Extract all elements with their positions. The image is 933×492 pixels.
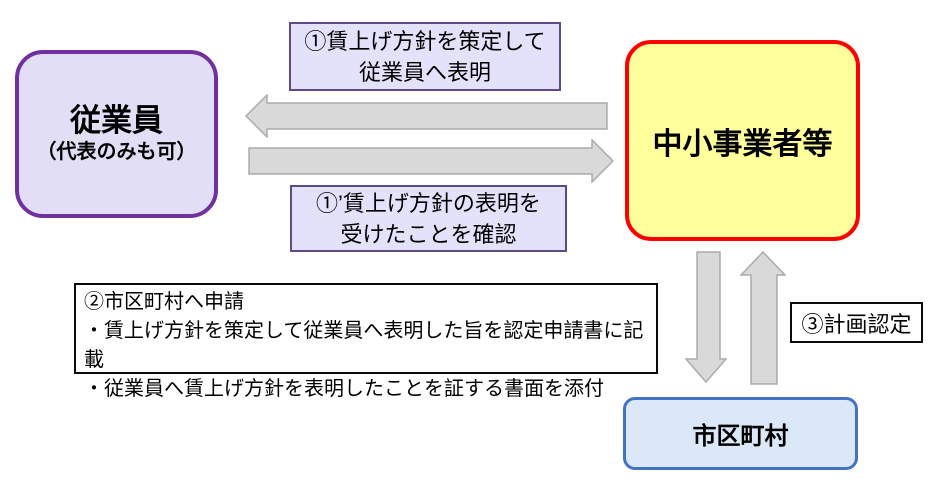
right-arrow-icon [248,139,614,183]
step1b-line2: 受けたことを確認 [340,221,517,247]
arrow-sme-to-employee [245,94,608,138]
step2-bullet-2: ・従業員へ賃上げ方針を表明したことを証する書面を添付 [84,378,604,400]
step2-title: ②市区町村へ申請 [84,291,244,313]
step1-label: ①賃上げ方針を策定して 従業員へ表明 [289,22,561,91]
arrow-employee-to-sme [248,139,614,183]
employee-node: 従業員 （代表のみも可） [15,50,218,218]
step1-line2: 従業員へ表明 [358,59,491,85]
application-note-box: ②市区町村へ申請 ・賃上げ方針を策定して従業員へ表明した旨を認定申請書に記載 ・… [74,283,658,400]
step1b-label: ①’賃上げ方針の表明を 受けたことを確認 [290,185,567,252]
up-arrow-icon [740,251,786,385]
sme-title: 中小事業者等 [652,127,833,161]
employee-subtitle: （代表のみも可） [36,141,197,163]
step3-text: ③計画認定 [801,311,912,337]
step1b-line1: ①’賃上げ方針の表明を [316,190,541,216]
down-arrow-icon [685,251,727,383]
employee-title: 従業員 [70,103,163,138]
municipality-node: 市区町村 [623,397,858,470]
left-arrow-icon [245,94,608,138]
plan-approval-label: ③計画認定 [790,302,923,343]
arrow-sme-to-municipality [685,251,727,383]
arrow-municipality-to-sme [740,251,786,385]
step2-bullet-1: ・賃上げ方針を策定して従業員へ表明した旨を認定申請書に記載 [84,320,644,371]
sme-node: 中小事業者等 [625,40,860,241]
municipality-title: 市区町村 [692,423,789,450]
step1-line1: ①賃上げ方針を策定して [304,28,546,54]
